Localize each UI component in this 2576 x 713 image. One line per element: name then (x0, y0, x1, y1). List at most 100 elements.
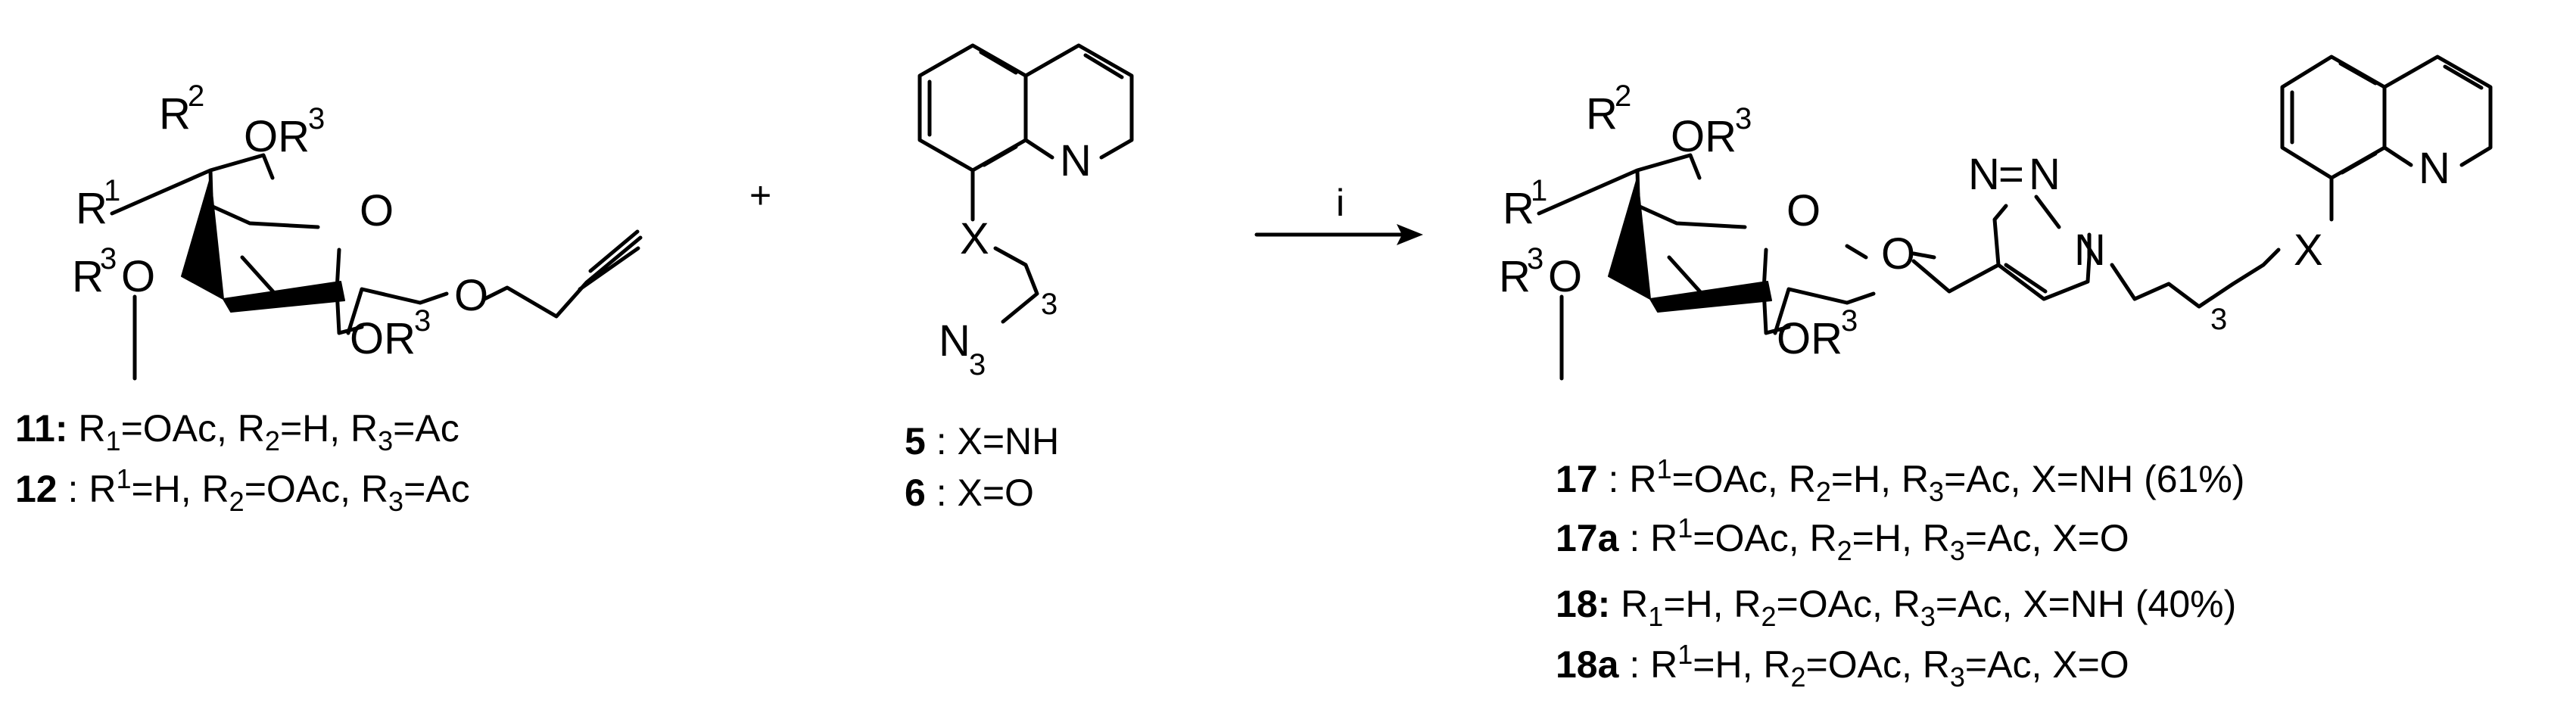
product-r3o-left-oxygen: O (1548, 252, 1582, 301)
c12-run-1: 1 (116, 463, 131, 494)
c17a-run-5: 3 (1950, 535, 1965, 566)
glycosidic-oxygen: O (454, 271, 488, 320)
c11-run-3: 2 (265, 425, 280, 456)
quinoline-bonds (917, 43, 1134, 324)
sugar-wedge-bonds (181, 177, 345, 313)
c17-run-6: =Ac, X=NH (61%) (1944, 458, 2244, 500)
ring-oxygen: O (360, 186, 394, 235)
c17a-run-2: =OAc, R (1693, 517, 1836, 559)
c11-run-5: 3 (378, 425, 393, 456)
product-r3o-left-r: R (1499, 252, 1531, 301)
compound-captions: 11: R1=OAc, R2=H, R3=Ac 12 : R1=H, R2=OA… (15, 407, 2244, 693)
triazole-n-left: N (1968, 150, 2000, 199)
or3-top-label: OR (244, 112, 310, 161)
quinoline-azide-reactant: N X 3 N 3 (917, 43, 1134, 381)
caption-18-label: 18: (1556, 583, 1610, 625)
chain-count-subscript: 3 (1041, 288, 1057, 321)
c18a-run-2: =H, R (1693, 643, 1790, 686)
c18a-run-6: =Ac, X=O (1965, 643, 2129, 686)
c18-run-0: R (1621, 583, 1648, 625)
r1-label: R (76, 184, 107, 233)
azide-subscript: 3 (969, 348, 986, 381)
c18a-run-3: 2 (1790, 662, 1805, 693)
caption-17: 17 : R1=OAc, R2=H, R3=Ac, X=NH (61%) (1556, 453, 2244, 507)
caption-17-label: 17 (1556, 458, 1598, 500)
r2-superscript: 2 (188, 79, 204, 113)
c17-run-4: =H, R (1831, 458, 1929, 500)
c18-run-4: =OAc, R (1777, 583, 1920, 625)
c17-run-5: 3 (1929, 476, 1944, 507)
c17-run-3: 2 (1816, 476, 1831, 507)
product-ring-oxygen: O (1786, 186, 1821, 235)
caption-11-label: 11: (15, 407, 68, 450)
triazole-n-right: N (2029, 150, 2060, 199)
product-quinoline-n: N (2419, 144, 2450, 193)
azide-n: N (939, 316, 970, 366)
caption-5: 5 : X=NH (905, 420, 1059, 462)
product-sugar-wedge-bonds (1608, 177, 1772, 313)
c18a-run-0: : R (1629, 643, 1677, 686)
c18a-run-5: 3 (1950, 662, 1965, 693)
c11-run-0: R (78, 407, 105, 450)
x-linker: X (960, 214, 989, 263)
c18a-run-1: 1 (1677, 639, 1693, 670)
r2-label: R (159, 89, 191, 139)
reaction-arrow: i (1254, 182, 1423, 245)
caption-11: 11: R1=OAc, R2=H, R3=Ac (15, 407, 459, 456)
product-or3-top-superscript: 3 (1735, 102, 1752, 135)
c17a-run-0: : R (1629, 517, 1677, 559)
product-x-linker: X (2294, 226, 2323, 275)
product-r2-label: R (1586, 89, 1618, 139)
c12-run-2: =H, R (131, 468, 229, 510)
caption-17a: 17a : R1=OAc, R2=H, R3=Ac, X=O (1556, 512, 2129, 566)
c11-run-6: =Ac (393, 407, 459, 450)
c12-run-4: =OAc, R (245, 468, 388, 510)
or3-bottom-label: OR (350, 314, 416, 363)
product-quinoline-bonds (2280, 54, 2493, 222)
r1-superscript: 1 (104, 174, 120, 207)
c11-run-2: =OAc, R (121, 407, 265, 450)
product-or3-bottom-superscript: 3 (1841, 304, 1858, 338)
product-r3o-left-superscript: 3 (1527, 242, 1543, 276)
r3o-left-r: R (72, 252, 104, 301)
product-r1-label: R (1503, 184, 1534, 233)
caption-18: 18: R1=H, R2=OAc, R3=Ac, X=NH (40%) (1556, 583, 2236, 632)
reagent-label: i (1336, 182, 1344, 224)
caption-12-label: 12 (15, 468, 58, 510)
c11-run-1: 1 (106, 425, 121, 456)
triazole-double-bond: = (1998, 150, 2024, 199)
product-or3-top: OR (1671, 112, 1737, 161)
product-chain-subscript: 3 (2210, 303, 2227, 336)
c12-run-3: 2 (229, 486, 245, 517)
c18-run-5: 3 (1920, 601, 1936, 632)
or3-bottom-superscript: 3 (414, 304, 431, 338)
c17a-run-1: 1 (1677, 512, 1693, 543)
c12-run-6: =Ac (403, 468, 470, 510)
product-glycosidic-oxygen: O (1881, 229, 1915, 279)
c17-run-2: =OAc, R (1671, 458, 1815, 500)
c12-run-5: 3 (388, 486, 403, 517)
product-linker-triazole-bonds (1845, 195, 2281, 309)
c6-run-0: : X=O (936, 472, 1034, 514)
arrow-head (1397, 224, 1423, 245)
c17-run-0: : R (1609, 458, 1657, 500)
c17-run-1: 1 (1656, 453, 1671, 484)
caption-17a-label: 17a (1556, 517, 1620, 559)
c18a-run-4: =OAc, R (1806, 643, 1950, 686)
c12-run-0: : R (68, 468, 117, 510)
c11-run-4: =H, R (280, 407, 378, 450)
propargyl-bonds (482, 229, 643, 319)
caption-6-label: 6 (905, 472, 926, 514)
triazole-product: R 2 OR 3 R 1 O R 3 O OR 3 O N = N N N X … (1499, 54, 2493, 381)
product-r2-superscript: 2 (1615, 79, 1631, 113)
product-or3-bottom: OR (1777, 314, 1842, 363)
caption-5-label: 5 (905, 420, 926, 462)
caption-18a-label: 18a (1556, 643, 1620, 686)
triazole-n1: N (2074, 226, 2106, 275)
plus-sign: + (749, 174, 771, 216)
c17a-run-4: =H, R (1852, 517, 1950, 559)
sugar-reactant: R 2 OR 3 R 1 O R 3 O OR 3 O (72, 79, 643, 381)
c18-run-1: 1 (1648, 601, 1663, 632)
quinoline-n: N (1060, 136, 1092, 185)
